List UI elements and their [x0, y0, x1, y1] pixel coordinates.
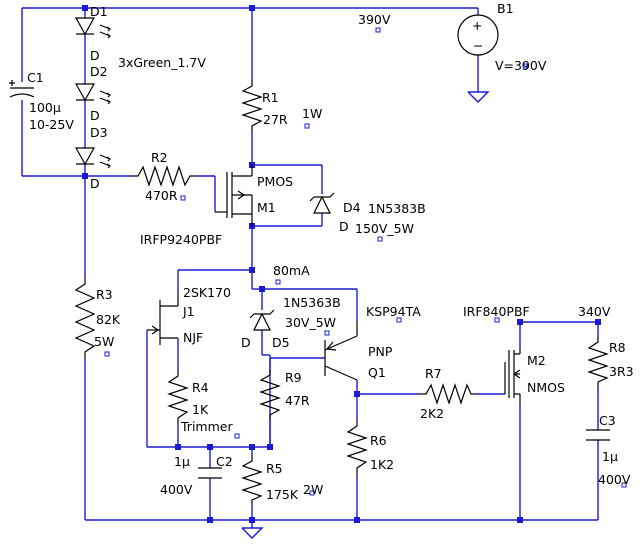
label-d4-part: 1N5383B: [368, 201, 426, 216]
label-c2-rating: 400V: [160, 482, 193, 497]
resistor-r4[interactable]: [167, 370, 189, 425]
label-b1-val: V=390V: [495, 58, 547, 73]
label-net-340v: 340V: [578, 304, 611, 319]
pmos-m1[interactable]: [215, 165, 253, 226]
label-d1: D1: [90, 4, 108, 19]
label-d5-rating: 30V_5W: [285, 315, 336, 330]
label-q1: Q1: [368, 365, 386, 380]
label-r2-val: 470R: [145, 188, 178, 203]
pnp-q1[interactable]: [324, 322, 358, 381]
label-r1: R1: [262, 90, 279, 105]
capacitor-c3[interactable]: [586, 429, 610, 441]
resistor-r6[interactable]: [346, 420, 368, 476]
label-b1: B1: [497, 1, 514, 16]
label-r5: R5: [266, 461, 283, 476]
label-r1-power: 1W: [302, 106, 322, 121]
label-r4-note: Trimmer: [180, 419, 233, 434]
label-d4-rating: 150V_5W: [355, 221, 414, 236]
label-d2-type: D: [90, 108, 100, 123]
label-d4: D4: [343, 200, 361, 215]
net-pins: [104, 27, 627, 496]
label-c2-val: 1µ: [174, 454, 190, 469]
label-r4-val: 1K: [192, 402, 209, 417]
label-m2-type: NMOS: [527, 380, 565, 395]
label-c1: C1: [27, 70, 44, 85]
label-c2: C2: [216, 454, 233, 469]
label-r7: R7: [425, 366, 442, 381]
label-c3-rating: 400V: [598, 472, 631, 487]
label-d3-type: D: [90, 176, 100, 191]
label-r2: R2: [151, 150, 168, 165]
label-r6: R6: [370, 433, 387, 448]
label-r7-val: 2K2: [420, 406, 444, 421]
label-net-390v: 390V: [358, 12, 391, 27]
led-d1[interactable]: [74, 17, 111, 39]
zener-d5[interactable]: [249, 309, 275, 331]
nmos-m2[interactable]: [504, 348, 521, 404]
resistor-r8[interactable]: [587, 336, 609, 386]
label-m1-type: PMOS: [257, 174, 293, 189]
led-d3[interactable]: [74, 147, 111, 169]
junctions: [82, 5, 601, 523]
resistor-r3[interactable]: [74, 278, 96, 358]
resistor-r1[interactable]: [241, 80, 263, 132]
jfet-j1[interactable]: [147, 293, 179, 345]
label-r9-val: 47R: [285, 393, 310, 408]
zener-d4[interactable]: [309, 192, 335, 214]
label-r5-val: 175K: [266, 487, 299, 502]
resistor-r5[interactable]: [241, 455, 263, 505]
label-r4: R4: [192, 380, 209, 395]
label-m2: M2: [527, 353, 546, 368]
label-d2: D2: [90, 64, 108, 79]
label-d4-type: D: [339, 219, 349, 234]
b1-minus-sign: −: [473, 38, 483, 53]
label-r3-power: 5W: [94, 334, 114, 349]
voltage-source-b1[interactable]: + −: [457, 14, 499, 56]
label-q1-part: KSP94TA: [366, 304, 421, 319]
label-j1: J1: [182, 304, 195, 319]
label-c1-rating: 10-25V: [29, 117, 74, 132]
b1-plus-sign: +: [472, 18, 482, 33]
wires: [21, 7, 599, 528]
label-d3: D3: [90, 125, 108, 140]
label-d5-type: D: [241, 335, 251, 350]
label-leds: 3xGreen_1.7V: [118, 55, 206, 70]
ground-b1: [467, 91, 490, 103]
label-j1-part: 2SK170: [183, 285, 231, 300]
label-r6-val: 1K2: [370, 457, 394, 472]
labels: D1 D D2 D D3 D 3xGreen_1.7V C1 100µ 10-2…: [27, 1, 634, 502]
label-r8: R8: [609, 340, 626, 355]
capacitor-c1[interactable]: [9, 80, 35, 98]
label-c3-val: 1µ: [602, 449, 618, 464]
label-r9: R9: [285, 370, 302, 385]
label-c3: C3: [599, 413, 616, 428]
label-m1-part: IRFP9240PBF: [140, 232, 222, 247]
label-r3-val: 82K: [96, 312, 121, 327]
label-d1-type: D: [90, 48, 100, 63]
resistor-r2[interactable]: [132, 165, 198, 187]
label-net-80ma: 80mA: [273, 263, 310, 278]
led-d2[interactable]: [74, 83, 111, 105]
label-q1-type: PNP: [368, 344, 393, 359]
resistor-r7[interactable]: [420, 383, 476, 405]
label-m1: M1: [257, 200, 276, 215]
label-c1-val: 100µ: [29, 100, 61, 115]
label-r1-val: 27R: [263, 112, 288, 127]
resistor-r9[interactable]: [259, 370, 281, 420]
ground-main: [241, 527, 264, 539]
label-r8-val: 3R3: [609, 364, 634, 379]
label-m2-part: IRF840PBF: [463, 304, 530, 319]
label-r3: R3: [96, 287, 113, 302]
label-d5-part: 1N5363B: [283, 295, 341, 310]
label-j1-type: NJF: [183, 330, 203, 345]
label-r5-power: 2W: [303, 482, 323, 497]
label-d5: D5: [272, 335, 290, 350]
capacitor-c2[interactable]: [198, 467, 222, 479]
